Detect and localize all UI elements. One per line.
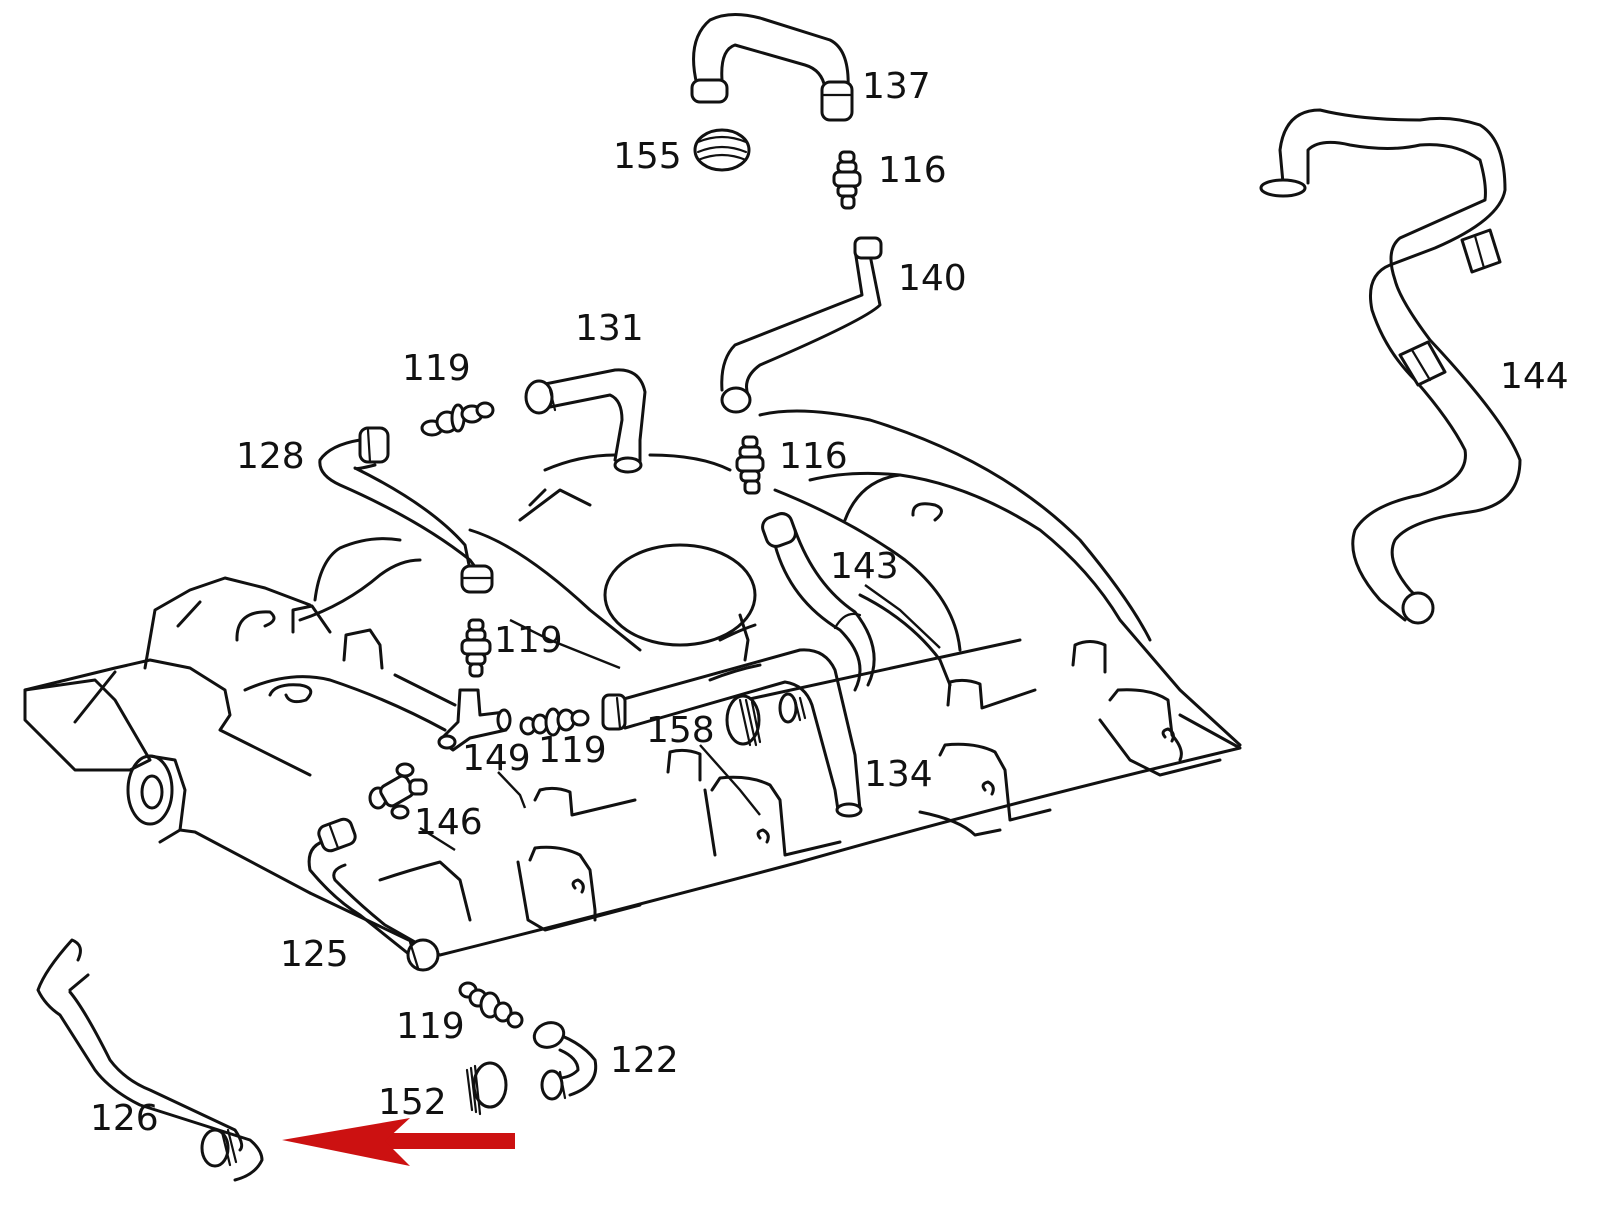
label-116-middle: 116 [779,436,848,477]
label-122: 122 [610,1040,679,1081]
part-155-clamp[interactable] [693,128,751,172]
label-119-upper: 119 [402,348,471,389]
label-140: 140 [898,258,967,299]
hose-144-ring-upper [1460,228,1502,274]
runner-port-4 [1098,688,1222,777]
label-143: 143 [830,546,899,587]
part-146-valve[interactable] [368,762,428,820]
intake-manifold [23,409,1242,957]
part-134-hose[interactable] [601,648,863,818]
part-137-hose[interactable] [690,13,854,122]
label-134: 134 [864,754,933,795]
red-pointer-arrow [282,1118,515,1166]
part-131-hose[interactable] [524,368,647,474]
part-122-elbow-hose[interactable] [531,1019,598,1101]
part-140-hose[interactable] [720,236,883,414]
part-126-hose[interactable] [36,938,264,1182]
part-144-hose[interactable] [1259,108,1522,625]
label-144: 144 [1500,356,1569,397]
part-143-hose[interactable] [760,511,876,692]
label-119-middle: 119 [494,620,563,661]
label-126: 126 [90,1098,159,1139]
runner-port-2 [703,775,842,857]
label-137: 137 [862,66,931,107]
part-116-connector-middle[interactable] [735,435,765,495]
runner-port-3 [918,742,1052,837]
label-119-horizontal: 119 [538,730,607,771]
part-119-connector-horizontal[interactable] [519,707,590,737]
part-125-hose[interactable] [307,817,440,972]
label-125: 125 [280,934,349,975]
runner-port-1 [516,845,642,932]
part-119-connector-middle[interactable] [460,618,492,678]
part-119-connector-lower[interactable] [458,981,524,1029]
part-152-clamp[interactable] [465,1061,508,1116]
part-158-clamp[interactable] [725,692,807,747]
label-131: 131 [575,308,644,349]
hose-144-ring-lower [1398,340,1447,387]
label-116-top: 116 [878,150,947,191]
label-158: 158 [646,710,715,751]
label-149: 149 [462,738,531,779]
label-128: 128 [236,436,305,477]
label-152: 152 [378,1082,447,1123]
part-116-connector-top[interactable] [832,150,862,210]
leader-lines [419,584,941,852]
part-119-connector-upper[interactable] [420,401,495,437]
label-155: 155 [613,136,682,177]
label-119-lower: 119 [396,1006,465,1047]
part-labels: 137 155 116 140 144 131 119 128 116 143 … [90,66,1569,1139]
label-146: 146 [414,802,483,843]
part-128-hose[interactable] [318,426,494,594]
part-149-t-piece[interactable] [437,688,512,752]
